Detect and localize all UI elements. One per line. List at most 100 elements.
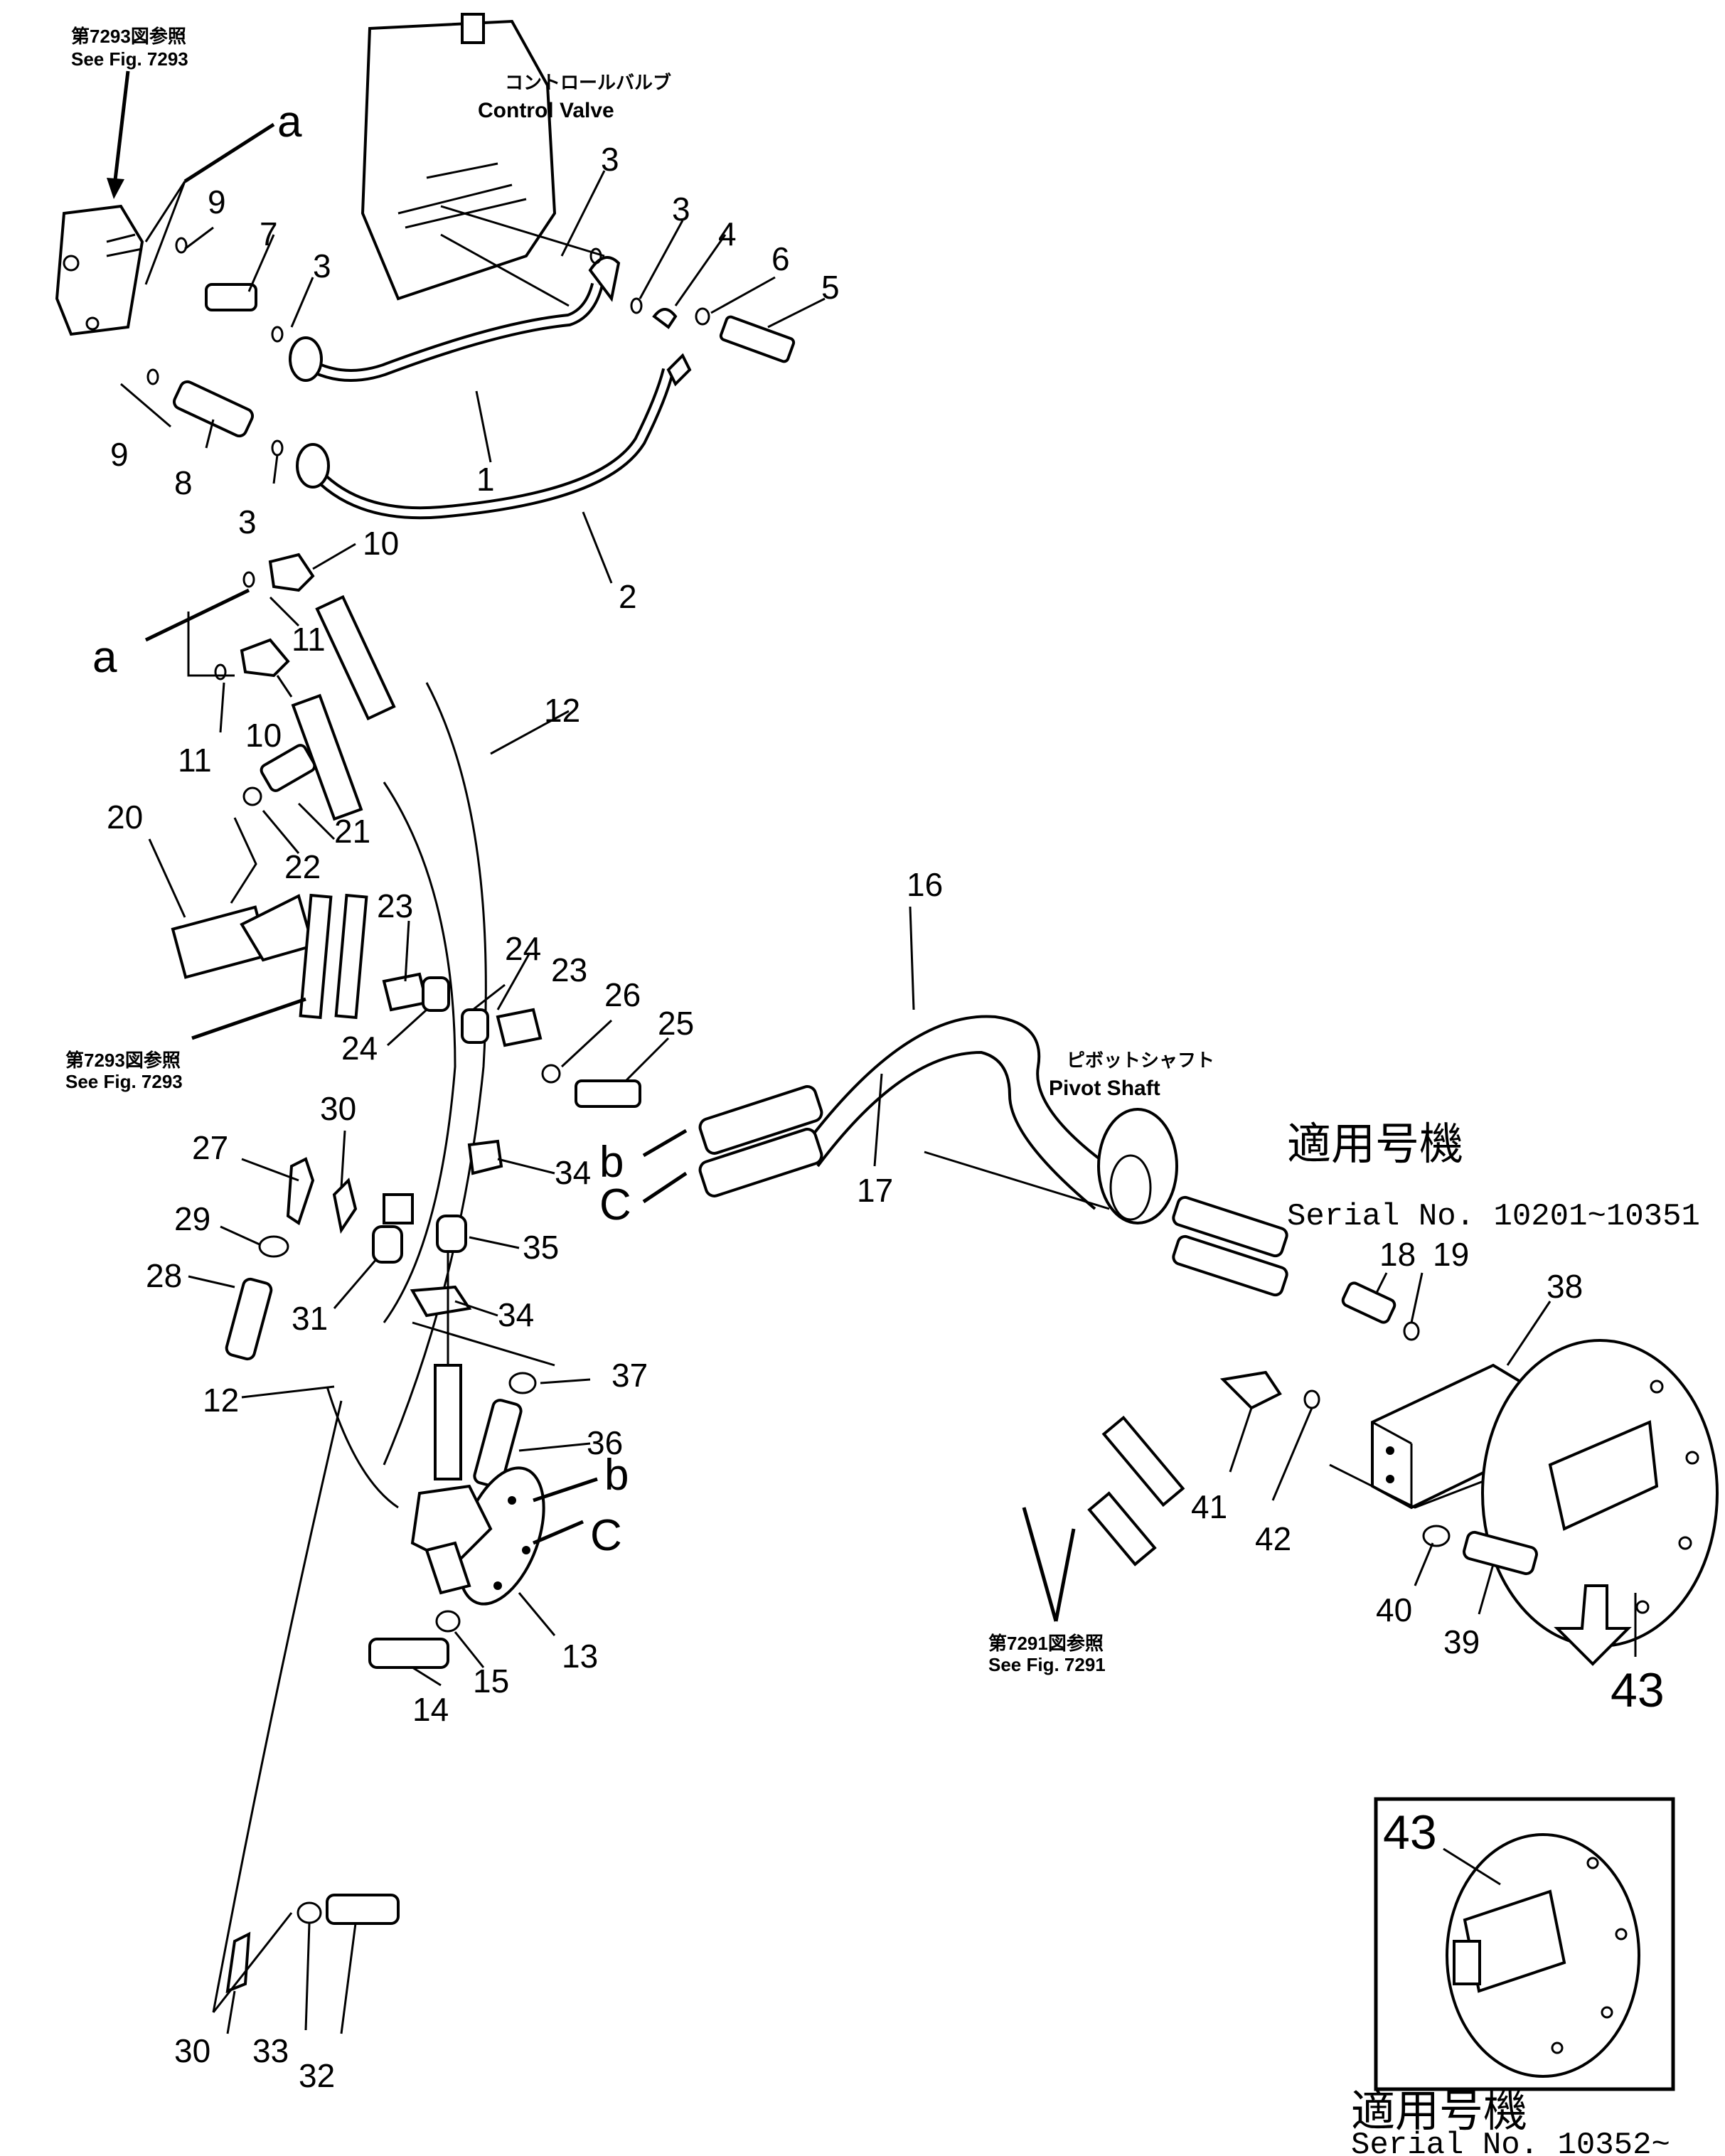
hose-12-fitting-b [315,594,396,721]
ref-fig7293-top-en: See Fig. 7293 [71,48,188,70]
callout-16: 16 [907,866,943,903]
valve-leader-1 [440,205,605,257]
clip-27 [286,1157,315,1226]
arrow-to-inset [1554,1584,1632,1666]
clip-23 [496,1008,543,1047]
hose-17 [816,1050,1096,1210]
arrow-b-low [533,1477,598,1503]
connection-c-low: C [590,1511,622,1560]
callout-3c: 3 [313,247,331,284]
clip-30a [332,1178,358,1234]
callout-30b: 30 [174,2032,210,2069]
callout-32: 32 [299,2057,335,2094]
bracket-a-top [144,181,186,285]
connection-c-mid: C [599,1180,631,1229]
hose-12-left-line [383,781,456,1323]
bracket-38-line [1329,1463,1508,1509]
arrow-b-mid [642,1128,688,1158]
clamp-24a [422,976,450,1012]
ref-fig7293-mid-jp: 第7293図参照 [65,1050,181,1071]
hose-fitting-7291-a [1101,1415,1185,1507]
bolt-32 [326,1894,400,1925]
callout-42: 42 [1255,1520,1291,1557]
bolt-21 [260,744,316,792]
ref-fig7291-jp: 第7291図参照 [988,1633,1104,1654]
bracket-20-line [230,817,257,904]
ref-arrow-7291-b [1054,1528,1076,1622]
clip-30b-line [212,1912,293,2013]
callout-43b: 43 [1383,1805,1437,1859]
connection-a-top: a [277,97,302,146]
ref-arrow-mid [191,997,306,1040]
applicability-lower-serial: Serial No. 10352~ [1351,2128,1670,2156]
callout-19: 19 [1433,1236,1469,1273]
elbow-41 [1219,1370,1282,1410]
callout-35: 35 [523,1229,559,1266]
ref-arrow-7291-a [1022,1507,1058,1622]
callout-12a: 12 [544,692,580,729]
callout-17: 17 [857,1172,893,1209]
ref-fig7291-en: See Fig. 7291 [988,1654,1106,1675]
callout-22: 22 [284,848,321,885]
clamp-24b [461,1008,489,1044]
callout-10a: 10 [363,525,399,562]
callout-24a: 24 [505,930,541,967]
hose-fitting-7291-b [1087,1491,1157,1567]
washer-15 [435,1610,461,1633]
callout-28: 28 [146,1257,182,1294]
valve-leader-2 [440,233,570,307]
washer-26 [541,1064,561,1084]
pivot-shaft-en: Pivot Shaft [1049,1077,1160,1100]
callout-11a: 11 [292,621,326,658]
hose-1-flange [289,336,323,382]
callout-3d: 3 [238,503,257,540]
control-valve-en: Control Valve [478,99,614,122]
callout-4: 4 [718,215,737,252]
callout-27: 27 [192,1129,228,1166]
hose-12-lower-b [212,1400,343,2013]
hose-17-fitting [698,1128,823,1197]
callout-1: 1 [476,461,495,498]
callout-3a: 3 [601,141,619,178]
callout-9b: 9 [110,436,129,473]
ring-30 [383,1193,414,1224]
washer-37 [508,1372,537,1394]
hose-12-lower-a [326,1386,399,1509]
hose-16 [809,1015,1111,1168]
callout-7: 7 [260,215,278,252]
fittings-upper [146,237,796,457]
bolt-39 [1463,1530,1538,1576]
clip-30b [225,1931,251,1994]
bolt-28 [225,1277,273,1361]
callout-24b: 24 [341,1030,378,1067]
callout-13: 13 [562,1638,598,1675]
callout-29: 29 [174,1200,210,1237]
connection-b-mid: b [599,1138,624,1187]
washer-22 [242,786,262,806]
block-13 [410,1466,545,1606]
callout-23a: 23 [377,887,413,924]
o-ring-42 [1303,1389,1320,1409]
clip-34b [410,1285,472,1318]
hose-2-flange [296,443,330,489]
callout-26: 26 [604,976,641,1013]
washer-29 [258,1235,289,1258]
callout-30a: 30 [320,1090,356,1127]
hose-1-elbow [588,256,621,302]
callout-10b: 10 [245,717,282,754]
pivot-shaft [924,1108,1288,1297]
ref-fig7293-top-jp: 第7293図参照 [71,26,186,47]
callout-12b: 12 [203,1382,239,1419]
callout-43a: 43 [1611,1663,1665,1717]
plate-43-inset [1446,1833,1640,2078]
ref-fig7293-mid-en: See Fig. 7293 [65,1071,183,1092]
arrow-c-low [533,1520,584,1545]
clip-34a [467,1139,503,1175]
callout-33: 33 [252,2032,289,2069]
arrow-c-mid [642,1171,688,1204]
callout-23b: 23 [551,951,587,988]
arrow-a-top [183,122,275,183]
callout-20: 20 [107,799,143,836]
hose-fitting-vertical [434,1364,462,1480]
